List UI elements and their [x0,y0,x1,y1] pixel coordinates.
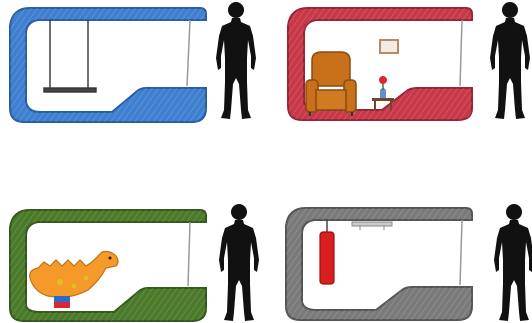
person-silhouette-4 [494,204,532,321]
toy-dinosaur-icon [30,252,118,309]
swing-icon [44,20,96,92]
side-table-icon [372,76,394,110]
column [460,220,462,285]
panel-toy-dinosaur [10,204,259,321]
panel-swing [10,2,256,122]
person-silhouette-2 [490,2,530,119]
panel-armchair [288,2,530,120]
panel-punching-bag [286,204,532,321]
punching-bag-icon [320,220,334,284]
ceiling-fixture-icon [352,222,392,230]
column [187,20,190,86]
picture-frame-icon [380,40,398,53]
person-silhouette-3 [219,204,259,321]
armchair-icon [306,52,356,116]
column [188,222,190,286]
column [460,20,462,86]
person-silhouette-1 [216,2,256,119]
